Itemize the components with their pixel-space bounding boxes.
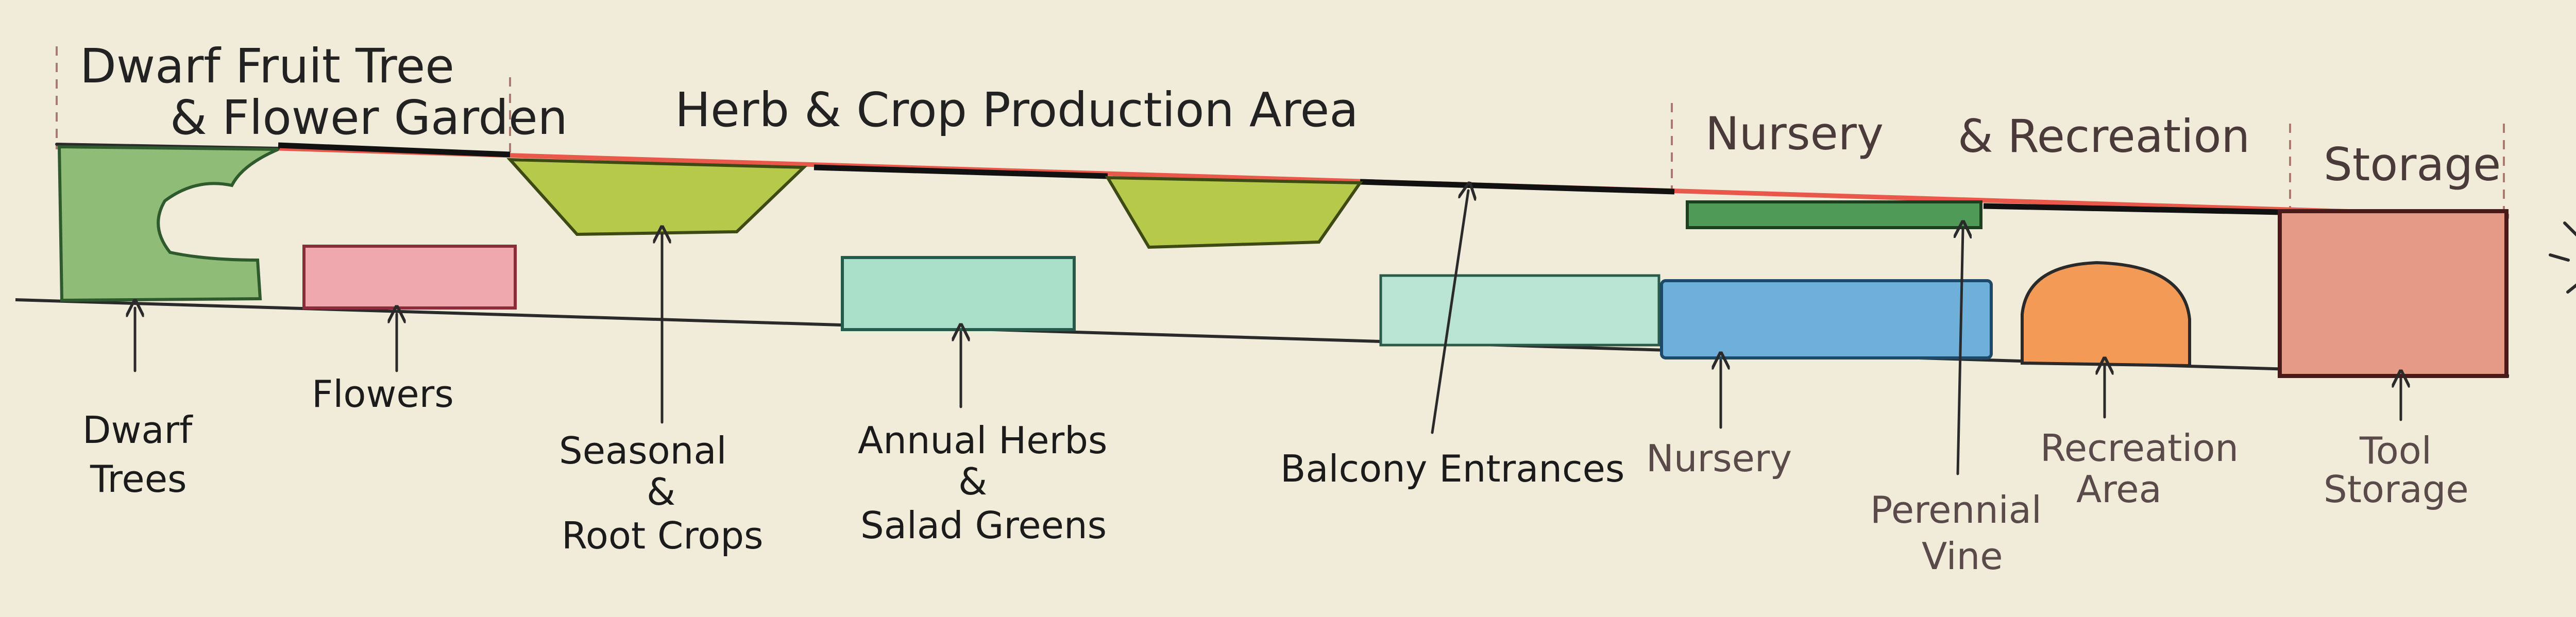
dwarf-trees-bed: [57, 145, 279, 302]
perennial-vine-strip: [1686, 200, 1982, 229]
sun-icon: [2549, 221, 2576, 294]
zone-label-recreation: & Recreation: [1958, 110, 2250, 163]
zone-label-herb-crop: Herb & Crop Production Area: [675, 82, 1359, 138]
flowers-bed: [302, 245, 517, 310]
label-recreation-line2: Area: [2076, 468, 2162, 511]
label-annual-line1: Annual Herbs: [858, 419, 1107, 462]
zone-label-storage: Storage: [2324, 138, 2501, 191]
label-seasonal-line2: &: [647, 470, 675, 513]
label-seasonal-line1: Seasonal: [559, 429, 726, 472]
label-annual-line3: Salad Greens: [860, 504, 1107, 547]
label-perennial-line1: Perennial: [1870, 488, 2042, 532]
nursery-bed: [1660, 279, 1993, 359]
label-seasonal-line3: Root Crops: [562, 514, 764, 557]
zone-label-dwarf-fruit-line2: & Flower Garden: [170, 90, 568, 145]
label-nursery: Nursery: [1646, 437, 1792, 480]
storage-box: [2278, 209, 2509, 378]
label-recreation-line1: Recreation: [2040, 426, 2239, 470]
label-dwarf-trees-line1: Dwarf: [82, 408, 193, 452]
label-tool-storage-line1: Tool: [2359, 429, 2432, 472]
label-flowers: Flowers: [312, 372, 454, 416]
annual-herbs-bed: [841, 256, 1076, 331]
zone-dividers: [56, 46, 2505, 216]
crop-bed-2: [1105, 176, 1363, 249]
label-perennial-line2: Vine: [1922, 535, 2003, 578]
label-annual-line2: &: [958, 460, 987, 503]
back-wall-line: [55, 142, 2510, 219]
label-balcony-entrances: Balcony Entrances: [1280, 447, 1624, 490]
label-arrows: [135, 191, 2401, 475]
zone-label-nursery: Nursery: [1705, 107, 1884, 160]
zone-label-dwarf-fruit-line1: Dwarf Fruit Tree: [80, 39, 454, 94]
seasonal-crops-bed: [506, 158, 808, 236]
label-tool-storage-line2: Storage: [2324, 468, 2469, 511]
recreation-area-shape: [2021, 261, 2191, 368]
label-dwarf-trees-line2: Trees: [90, 457, 187, 501]
balcony-bed: [1379, 274, 1660, 347]
